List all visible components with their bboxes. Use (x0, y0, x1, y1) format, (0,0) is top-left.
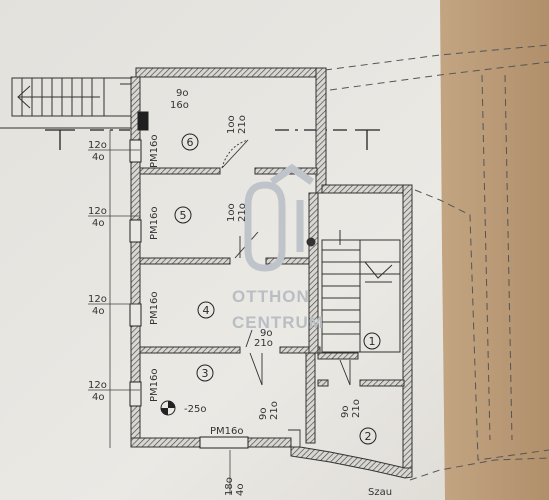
door-room3-upper: 9o (258, 408, 269, 420)
bottom-dim-upper: 18o (224, 477, 235, 496)
bottom-dim-lower: 4o (235, 484, 246, 496)
height-label-4-top: 12o (88, 294, 107, 305)
paper-edge-right (440, 0, 549, 500)
height-label-3-bottom: 4o (92, 392, 104, 403)
door-room1-lower: 21o (351, 399, 362, 418)
outdoor-stair (0, 77, 140, 129)
dimension-ticks (88, 130, 231, 495)
height-label-6-top: 12o (88, 140, 107, 151)
height-label-5-bottom: 4o (92, 218, 104, 229)
door-room6-upper: 1oo (226, 115, 237, 134)
door-room5-lower: 21o (237, 203, 248, 222)
watermark-line2: CENTRUM (232, 313, 324, 332)
door-top-lower: 16o (170, 100, 189, 111)
watermark-logo (244, 163, 315, 272)
height-label-4-bottom: 4o (92, 306, 104, 317)
pm-label-3: PM16o (149, 368, 160, 402)
svg-text:2: 2 (365, 430, 372, 443)
height-label-6-bottom: 4o (92, 152, 104, 163)
pm-label-5: PM16o (149, 206, 160, 240)
door-room5-upper: 1oo (226, 203, 237, 222)
svg-text:3: 3 (202, 367, 209, 380)
door-room3-lower: 21o (269, 401, 280, 420)
door-room4-upper: 9o (260, 328, 272, 339)
door-room6-lower: 21o (237, 115, 248, 134)
section-line (45, 129, 380, 150)
floor-level-label: -25o (184, 404, 206, 415)
room-number-2: 2 (359, 427, 377, 445)
door-room1-upper: 9o (340, 406, 351, 418)
pm-label-4: PM16o (149, 291, 160, 325)
pm-label-6: PM16o (149, 134, 160, 168)
room-number-1: 1 (363, 332, 381, 350)
room-number-4: 4 (197, 301, 215, 319)
level-marker (160, 400, 176, 416)
room-number-5: 5 (174, 206, 192, 224)
inner-staircase (306, 230, 401, 353)
room-number-6: 6 (181, 133, 199, 151)
svg-text:4: 4 (203, 304, 210, 317)
svg-text:6: 6 (187, 136, 194, 149)
room-number-3: 3 (196, 364, 214, 382)
door-top-upper: 9o (176, 88, 188, 99)
neighbour-outline (324, 44, 549, 481)
height-label-3-top: 12o (88, 380, 107, 391)
svg-text:1: 1 (369, 335, 376, 348)
street-label: Szau (368, 487, 392, 498)
pm-label-bottom: PM16o (210, 426, 244, 437)
door-room4-lower: 21o (254, 338, 273, 349)
watermark-line1: OTTHON (232, 287, 310, 306)
height-label-5-top: 12o (88, 206, 107, 217)
svg-text:5: 5 (180, 209, 187, 222)
doors (221, 139, 351, 447)
